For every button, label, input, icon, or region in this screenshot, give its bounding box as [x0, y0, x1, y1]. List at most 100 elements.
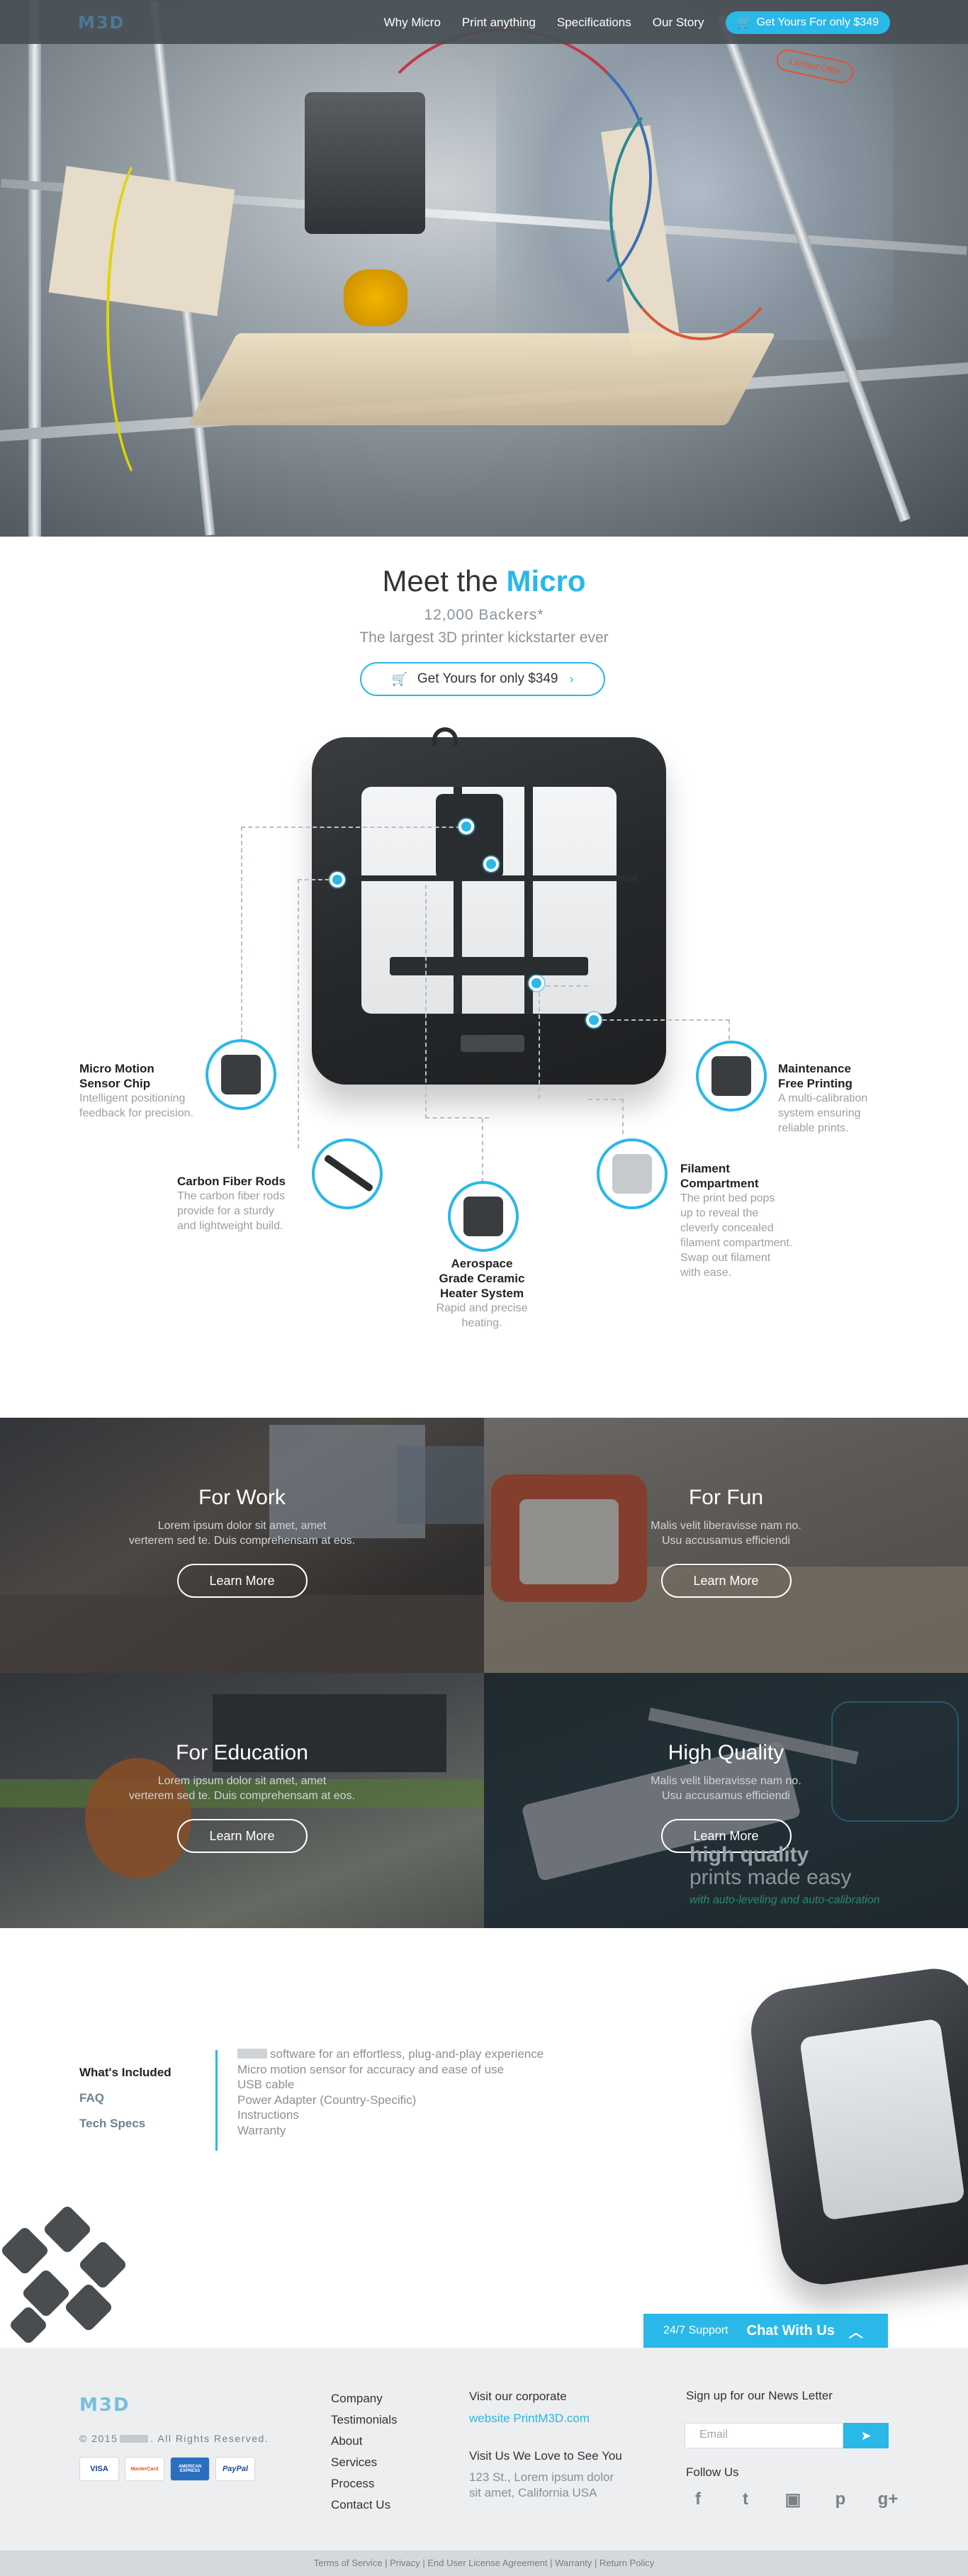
tab-whats-included[interactable]: What's Included — [79, 2066, 171, 2079]
hq-overlay-line1: high quality — [690, 1843, 809, 1866]
tile-title: For Education — [176, 1741, 308, 1764]
list-item: Power Adapter (Country-Specific) — [237, 2093, 417, 2107]
footer-link-services[interactable]: Services — [331, 2455, 378, 2469]
paypal-icon: PayPal — [215, 2457, 255, 2481]
chevron-right-icon: › — [569, 671, 574, 686]
backers-count: 12,000 Backers* — [424, 607, 544, 623]
meet-subtitle: The largest 3D printer kickstarter ever — [359, 629, 609, 646]
meet-buy-button[interactable]: 🛒 Get Yours for only $349 › — [360, 662, 605, 696]
feature-maintenance: Maintenance Free Printing A multi-calibr… — [778, 1062, 868, 1134]
feature-heater-thumb — [448, 1181, 519, 1252]
nav-buy-button[interactable]: 🛒 Get Yours For only $349 — [725, 11, 890, 34]
nav-specifications[interactable]: Specifications — [556, 16, 631, 29]
amex-icon: AMERICAN EXPRESS — [170, 2457, 210, 2481]
visit-label: Visit Us We Love to See You — [469, 2449, 622, 2463]
meet-buy-label: Get Yours for only $349 — [417, 671, 558, 686]
tile-title: For Fun — [688, 1486, 764, 1509]
printer-image — [312, 727, 666, 1085]
included-list: software for an effortless, plug-and-pla… — [237, 2046, 544, 2138]
instagram-icon[interactable]: ▣ — [784, 2490, 801, 2509]
nav-why-micro[interactable]: Why Micro — [383, 16, 441, 29]
tile-title: For Work — [198, 1486, 286, 1509]
footer-logo[interactable]: M3D — [79, 2395, 130, 2416]
payment-cards: VISA MasterCard AMERICAN EXPRESS PayPal — [79, 2457, 261, 2481]
included-tabs: What's Included FAQ Tech Specs — [79, 2060, 171, 2137]
pinterest-icon[interactable]: p — [835, 2490, 846, 2509]
corporate-link[interactable]: website PrintM3D.com — [469, 2412, 590, 2425]
tab-tech-specs[interactable]: Tech Specs — [79, 2117, 146, 2130]
copyright: © 2015. All Rights Reserved. — [79, 2433, 269, 2444]
tab-divider — [215, 2050, 218, 2151]
chat-label: Chat With Us — [746, 2322, 835, 2339]
facebook-icon[interactable]: f — [695, 2490, 701, 2509]
footer-link-process[interactable]: Process — [331, 2477, 375, 2490]
nav-print-anything[interactable]: Print anything — [461, 16, 536, 29]
feature-compartment-thumb — [597, 1138, 668, 1209]
hq-overlay-line3: with auto-leveling and auto-calibration — [690, 1894, 880, 1906]
learn-more-button[interactable]: Learn More — [660, 1564, 792, 1598]
printed-gears-image — [0, 2190, 128, 2346]
list-item: software for an effortless, plug-and-pla… — [237, 2046, 544, 2062]
feature-rods-thumb — [312, 1138, 383, 1209]
address: 123 St., Lorem ipsum dolor sit amet, Cal… — [469, 2470, 614, 2499]
brand-logo[interactable]: M3D — [78, 13, 125, 33]
feature-rods: Carbon Fiber Rods The carbon fiber rods … — [177, 1175, 286, 1232]
learn-more-button[interactable]: Learn More — [660, 1819, 792, 1853]
newsletter-label: Sign up for our News Letter — [686, 2389, 833, 2402]
visa-icon: VISA — [79, 2457, 119, 2481]
footer — [0, 2348, 968, 2550]
cart-icon: 🛒 — [736, 17, 751, 29]
list-item: Warranty — [237, 2123, 286, 2137]
chat-support-label: 24/7 Support — [663, 2324, 728, 2336]
tile-body: Malis velit liberavisse nam no.Usu accus… — [651, 1775, 801, 1802]
meet-title-highlight: Micro — [506, 564, 586, 598]
legal-links[interactable]: Terms of Service | Privacy | End User Li… — [0, 2550, 968, 2576]
tile-for-education: For Education Lorem ipsum dolor sit amet… — [0, 1673, 484, 1928]
corporate-label: Visit our corporate — [469, 2390, 567, 2403]
footer-link-about[interactable]: About — [331, 2434, 363, 2448]
meet-title: Meet the Micro — [0, 564, 968, 598]
email-field[interactable]: Email — [685, 2423, 843, 2448]
tile-body: Malis velit liberavisse nam no.Usu accus… — [651, 1520, 801, 1547]
footer-links: Company Testimonials About Services Proc… — [331, 2388, 398, 2516]
footer-link-contact[interactable]: Contact Us — [331, 2498, 391, 2511]
hotspot-rod[interactable] — [483, 856, 499, 872]
chat-widget-button[interactable]: 24/7 Support Chat With Us ︿ — [643, 2314, 888, 2348]
hotspot-head[interactable] — [458, 819, 474, 834]
chevron-up-icon: ︿ — [848, 2324, 863, 2341]
cart-icon: 🛒 — [391, 671, 407, 686]
tile-for-fun: For Fun Malis velit liberavisse nam no.U… — [484, 1418, 968, 1673]
mastercard-icon: MasterCard — [125, 2457, 164, 2481]
printer-photo — [745, 1949, 968, 2290]
list-item: Instructions — [237, 2108, 299, 2122]
hotspot-bed[interactable] — [529, 975, 544, 991]
feature-sensor-thumb — [206, 1039, 276, 1110]
tile-title: High Quality — [668, 1741, 784, 1764]
list-item: Micro motion sensor for accuracy and eas… — [237, 2062, 505, 2076]
feature-sensor: Micro Motion Sensor Chip Intelligent pos… — [79, 1062, 193, 1119]
top-navbar: M3D Why Micro Print anything Specificati… — [0, 0, 968, 44]
hq-overlay-line2: prints made easy — [690, 1866, 852, 1889]
footer-link-company[interactable]: Company — [331, 2392, 383, 2405]
hero-image: Limited Offer — [0, 0, 968, 537]
feature-maintenance-thumb — [696, 1041, 767, 1111]
send-icon[interactable]: ➤ — [843, 2423, 889, 2448]
twitter-icon[interactable]: t — [743, 2490, 748, 2509]
nav-our-story[interactable]: Our Story — [652, 16, 704, 29]
tile-for-work: For Work Lorem ipsum dolor sit amet, ame… — [0, 1418, 484, 1673]
learn-more-button[interactable]: Learn More — [176, 1564, 308, 1598]
tile-high-quality: High Quality Malis velit liberavisse nam… — [484, 1673, 968, 1928]
learn-more-button[interactable]: Learn More — [176, 1819, 308, 1853]
footer-link-testimonials[interactable]: Testimonials — [331, 2413, 398, 2426]
footer-contact: Visit our corporate website PrintM3D.com… — [469, 2388, 622, 2501]
hotspot-compartment[interactable] — [586, 1012, 602, 1028]
hotspot-sensor[interactable] — [330, 872, 345, 887]
google-plus-icon[interactable]: g+ — [877, 2490, 899, 2509]
feature-heater: Aerospace Grade Ceramic Heater System Ra… — [436, 1257, 528, 1329]
nav-buy-label: Get Yours For only $349 — [756, 16, 879, 28]
feature-compartment: Filament Compartment The print bed pops … — [680, 1162, 793, 1279]
tab-faq[interactable]: FAQ — [79, 2091, 104, 2105]
list-item: USB cable — [237, 2078, 295, 2091]
